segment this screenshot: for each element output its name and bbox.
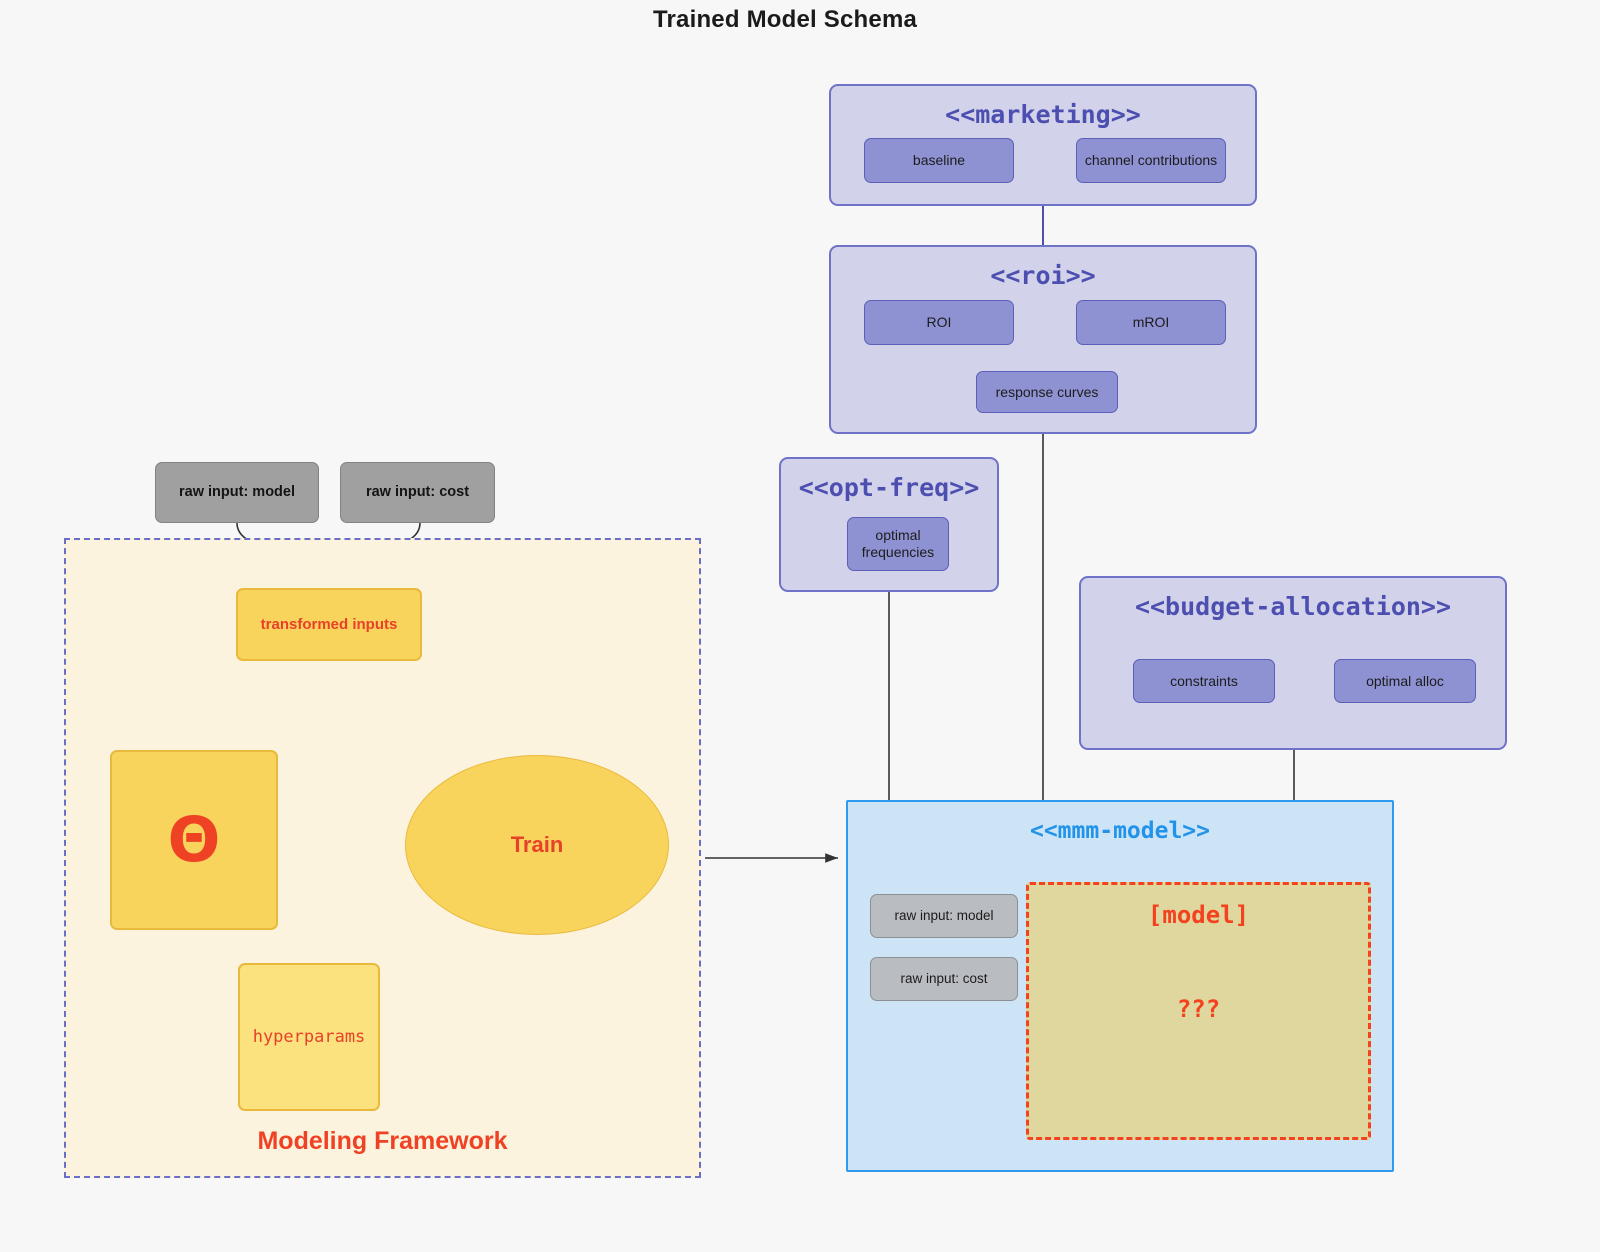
group-opt-freq-title: <<opt-freq>> (798, 473, 980, 502)
box-mmm-raw-input-model[interactable]: raw input: model (862, 886, 1018, 938)
box-mroi[interactable]: mROI (1068, 292, 1226, 345)
box-roi[interactable]: ROI (856, 292, 1014, 345)
box-transformed-inputs[interactable]: transformed inputs (229, 581, 422, 661)
group-roi[interactable]: <<roi>> ROI mROI response curves (829, 245, 1257, 434)
group-roi-title: <<roi>> (990, 261, 1096, 290)
box-raw-input-cost[interactable]: raw input: cost (332, 454, 495, 523)
box-mmm-raw-input-cost[interactable]: raw input: cost (862, 949, 1018, 1001)
box-response-curves[interactable]: response curves (968, 363, 1118, 413)
group-marketing[interactable]: <<marketing>> baseline channel contribut… (829, 84, 1257, 206)
group-budget-allocation[interactable]: <<budget-allocation>> constraints optima… (1079, 576, 1507, 750)
box-optimal-frequencies[interactable]: optimal frequencies (839, 509, 949, 571)
node-train[interactable]: Train (405, 755, 669, 935)
group-mmm-model-title: <<mmm-model>> (1029, 818, 1210, 844)
group-marketing-title: <<marketing>> (945, 100, 1141, 129)
box-baseline[interactable]: baseline (856, 130, 1014, 183)
box-constraints[interactable]: constraints (1125, 651, 1275, 703)
theta-symbol: Θ (167, 803, 221, 876)
modeling-framework-label: Modeling Framework (257, 1127, 508, 1155)
model-placeholder-question: ??? (1176, 995, 1221, 1023)
box-raw-input-model[interactable]: raw input: model (147, 454, 319, 523)
box-hyperparams[interactable]: hyperparams (231, 956, 380, 1111)
box-model-placeholder[interactable]: [model] ??? (1026, 882, 1371, 1140)
box-channel-contributions[interactable]: channel contributions (1068, 130, 1226, 183)
train-label: Train (510, 832, 564, 857)
model-placeholder-label: [model] (1147, 901, 1250, 929)
group-opt-freq[interactable]: <<opt-freq>> optimal frequencies (779, 457, 999, 592)
page-title: Trained Model Schema (652, 6, 918, 33)
group-budget-allocation-title: <<budget-allocation>> (1134, 592, 1452, 621)
box-theta[interactable]: Θ (103, 743, 278, 930)
box-optimal-alloc[interactable]: optimal alloc (1326, 651, 1476, 703)
